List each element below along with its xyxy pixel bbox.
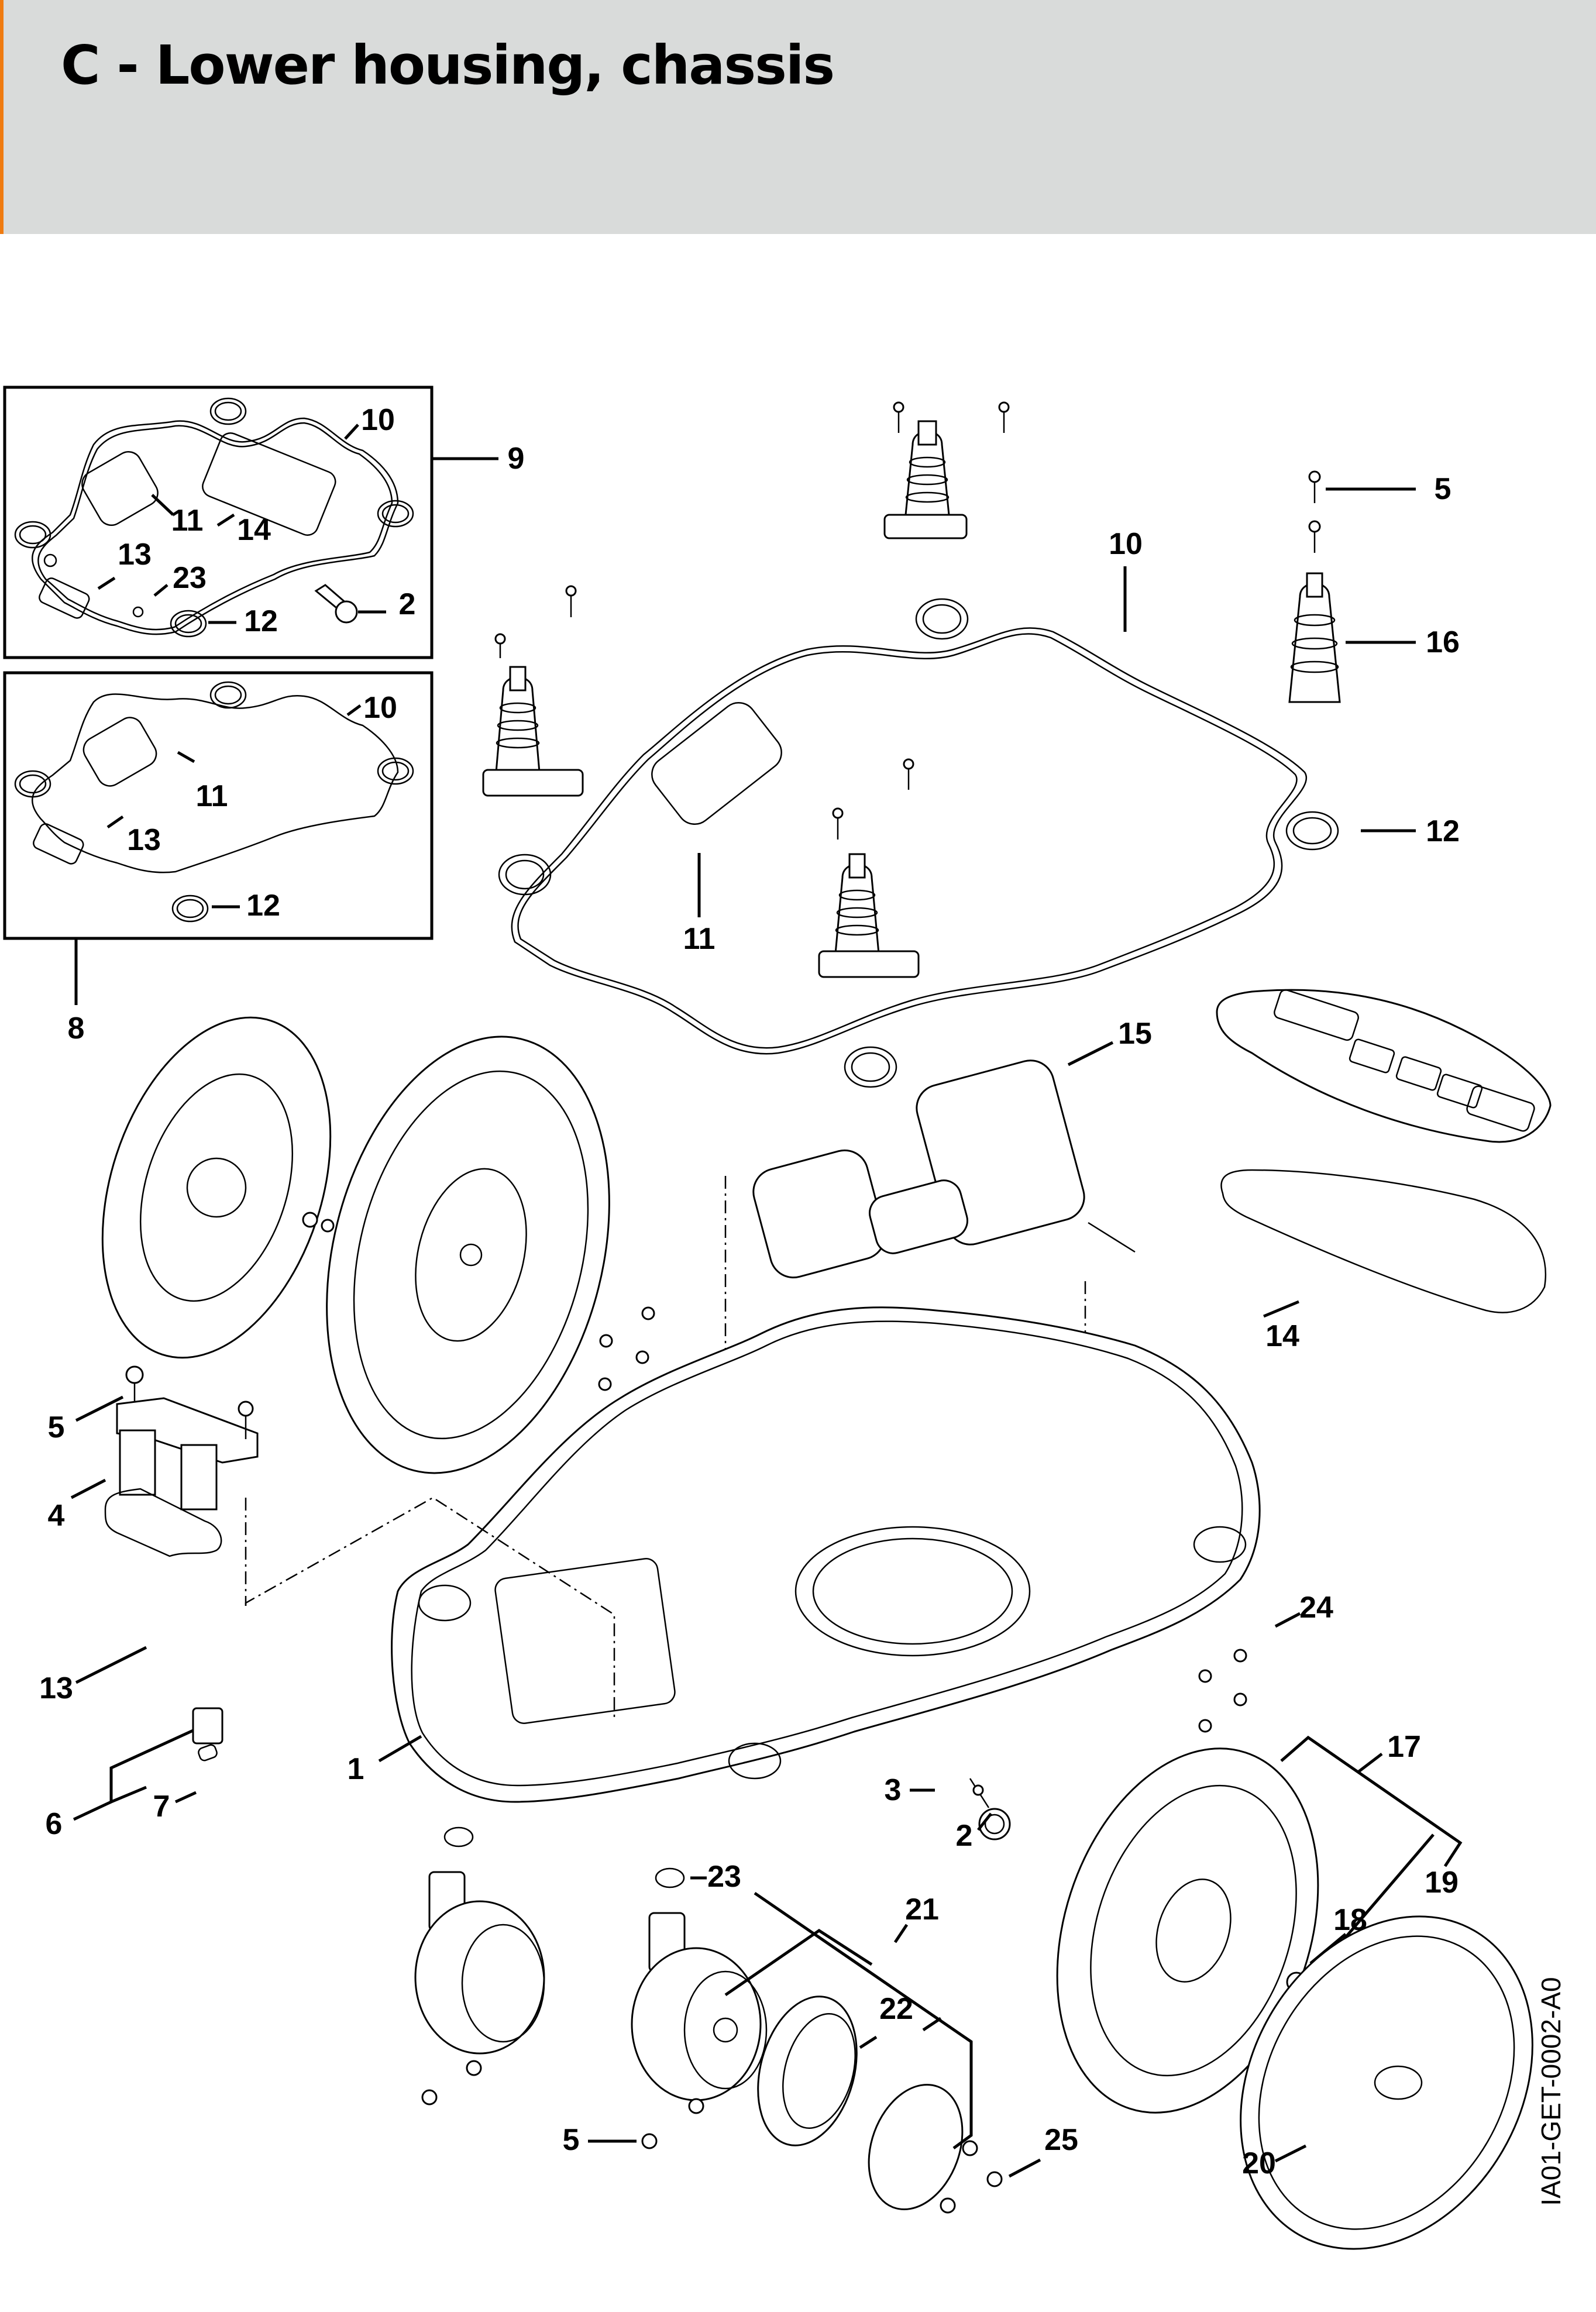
callout-1[interactable]: 1 [347, 1752, 364, 1786]
callout-25[interactable]: 25 [1044, 2123, 1078, 2157]
callout-13[interactable]: 13 [127, 823, 161, 857]
kit-box-8 [3, 671, 434, 1005]
callout-2[interactable]: 2 [398, 587, 416, 621]
callout-4[interactable]: 4 [47, 1499, 65, 1533]
lower-housing [245, 1306, 1261, 1803]
callout-11[interactable]: 11 [171, 504, 204, 538]
callout-6[interactable]: 6 [45, 1807, 63, 1841]
callout-20[interactable]: 20 [1242, 2146, 1276, 2180]
callout-13[interactable]: 13 [118, 538, 152, 572]
drive-motor-top [883, 401, 1010, 640]
callout-24[interactable]: 24 [1299, 1591, 1333, 1625]
housing-screws [598, 1306, 655, 1391]
callout-12[interactable]: 12 [244, 604, 278, 638]
callout-12[interactable]: 12 [246, 889, 280, 923]
callout-2[interactable]: 2 [955, 1819, 973, 1853]
callout-3[interactable]: 3 [884, 1773, 902, 1807]
left-drive-wheel [302, 1035, 610, 1474]
callout-15[interactable]: 15 [1118, 1017, 1152, 1051]
left-parts [70, 1365, 259, 1821]
callout-18[interactable]: 18 [1333, 1903, 1367, 1937]
callout-10[interactable]: 10 [361, 403, 395, 437]
main-gasket [511, 566, 1307, 1055]
callout-10[interactable]: 10 [1109, 527, 1143, 561]
callout-5[interactable]: 5 [1434, 472, 1451, 506]
page-header: C - Lower housing, chassis [0, 0, 1596, 234]
page-title: C - Lower housing, chassis [61, 34, 835, 97]
kit-box-9 [3, 386, 498, 659]
callout-13[interactable]: 13 [39, 1671, 73, 1705]
callout-9[interactable]: 9 [507, 442, 525, 476]
drive-motor-right [1285, 470, 1416, 851]
front-wheel-assemblies [414, 1826, 1041, 2214]
callout-14[interactable]: 14 [237, 513, 271, 547]
drawing-id: IA01-GET-0002-A0 [1536, 1977, 1566, 2206]
callout-14[interactable]: 14 [1265, 1319, 1299, 1353]
callout-11[interactable]: 11 [195, 779, 228, 813]
header-accent-bar [0, 0, 4, 234]
right-drive-wheel-assembly [910, 1612, 1533, 2250]
callout-11[interactable]: 11 [683, 922, 716, 956]
callout-22[interactable]: 22 [879, 1992, 913, 2026]
callout-10[interactable]: 10 [363, 691, 397, 725]
callout-7[interactable]: 7 [153, 1790, 170, 1824]
drain-tool-2-and-screw-3 [910, 1778, 1011, 1840]
callout-23[interactable]: 23 [173, 561, 207, 595]
callout-5[interactable]: 5 [47, 1410, 65, 1444]
drive-motor-center [818, 758, 920, 1088]
left-wheel-cover [101, 1016, 332, 1359]
callout-23[interactable]: 23 [707, 1860, 741, 1894]
callout-19[interactable]: 19 [1425, 1866, 1459, 1900]
callout-8[interactable]: 8 [67, 1012, 85, 1045]
callout-16[interactable]: 16 [1426, 625, 1460, 659]
callout-12[interactable]: 12 [1426, 814, 1460, 848]
callout-17[interactable]: 17 [1387, 1730, 1421, 1764]
drive-motor-assembly [724, 1041, 1136, 1609]
callout-21[interactable]: 21 [905, 1893, 939, 1926]
drive-motor-left [482, 585, 584, 896]
control-panel [1216, 989, 1552, 1318]
callout-5[interactable]: 5 [562, 2123, 580, 2157]
